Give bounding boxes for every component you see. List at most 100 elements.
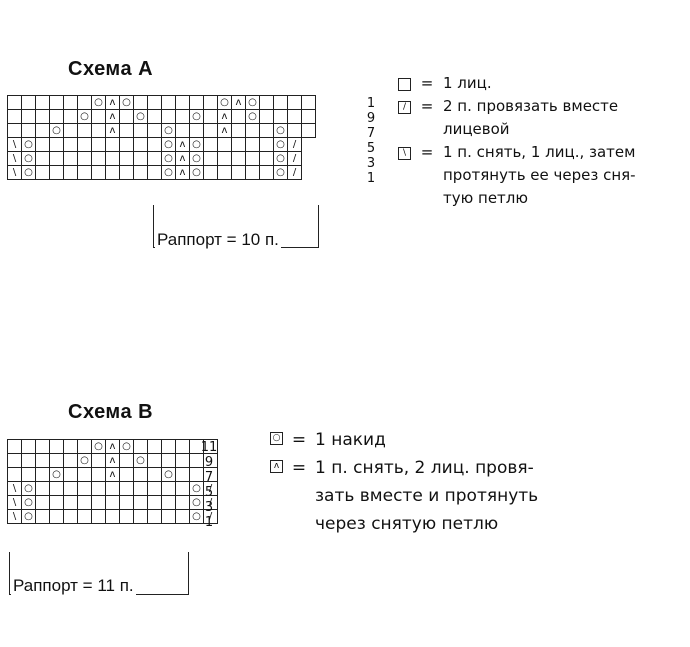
blank-cell (175, 481, 190, 496)
blank-cell (245, 151, 260, 166)
sk2p-symbol: ʌ (105, 109, 120, 124)
blank-cell (63, 123, 78, 138)
blank-cell (77, 137, 92, 152)
skp-symbol-icon: \ (398, 147, 411, 160)
yarn-over-symbol: ○ (133, 109, 148, 124)
blank-cell (63, 481, 78, 496)
blank-cell (119, 109, 134, 124)
legend-text: 1 п. снять, 2 лиц. провя-зать вместе и п… (315, 458, 539, 534)
blank-cell (147, 95, 162, 110)
blank-cell (35, 495, 50, 510)
blank-cell (35, 439, 50, 454)
blank-cell (119, 495, 134, 510)
blank-cell (133, 467, 148, 482)
blank-cell (203, 165, 218, 180)
blank-cell (77, 151, 92, 166)
blank-cell (119, 453, 134, 468)
blank-cell (175, 439, 190, 454)
legend-entry: ○=1 накид (270, 426, 680, 454)
equals-sign: = (420, 97, 434, 115)
sk2p-symbol: ʌ (217, 109, 232, 124)
blank-cell (49, 137, 64, 152)
yarn-over-symbol: ○ (245, 95, 260, 110)
blank-cell (105, 509, 120, 524)
blank-cell (175, 123, 190, 138)
blank-cell (63, 453, 78, 468)
blank-cell (35, 453, 50, 468)
blank-cell (105, 151, 120, 166)
blank-cell (49, 509, 64, 524)
blank-cell (147, 509, 162, 524)
sk2p-symbol: ʌ (105, 95, 120, 110)
blank-cell (147, 481, 162, 496)
yarn-over-symbol: ○ (189, 165, 204, 180)
blank-cell (21, 439, 36, 454)
yarn-over-symbol: ○ (161, 137, 176, 152)
blank-cell (105, 137, 120, 152)
row-number: 3 (204, 500, 214, 515)
blank-cell (49, 95, 64, 110)
blank-cell (91, 509, 106, 524)
scheme-a-repeat-label: Раппорт = 10 п. (155, 230, 281, 250)
equals-sign: = (291, 458, 307, 478)
blank-cell (91, 137, 106, 152)
yarn-over-symbol: ○ (161, 123, 176, 138)
sk2p-symbol: ʌ (217, 123, 232, 138)
blank-cell (119, 165, 134, 180)
blank-cell (203, 109, 218, 124)
blank-cell (77, 95, 92, 110)
blank-cell (49, 495, 64, 510)
blank-cell (133, 123, 148, 138)
blank-cell (147, 123, 162, 138)
scheme-b-repeat-label: Раппорт = 11 п. (11, 576, 136, 596)
blank-cell (231, 165, 246, 180)
blank-cell (63, 137, 78, 152)
yarn-over-symbol: ○ (91, 439, 106, 454)
blank-cell (175, 467, 190, 482)
blank-cell (119, 151, 134, 166)
blank-cell (133, 495, 148, 510)
yarn-over-symbol: ○ (161, 151, 176, 166)
sk2p-symbol-icon: ʌ (270, 460, 283, 473)
blank-cell (133, 151, 148, 166)
yarn-over-symbol: ○ (49, 467, 64, 482)
row-number: 7 (366, 126, 376, 141)
blank-cell (189, 123, 204, 138)
yarn-over-symbol: ○ (91, 95, 106, 110)
blank-cell (77, 439, 92, 454)
yarn-over-symbol: ○ (21, 151, 36, 166)
blank-cell (63, 95, 78, 110)
yarn-over-symbol: ○ (119, 95, 134, 110)
yarn-over-symbol: ○ (133, 453, 148, 468)
blank-cell (259, 137, 274, 152)
blank-cell (203, 123, 218, 138)
blank-cell (119, 123, 134, 138)
blank-cell (133, 509, 148, 524)
blank-cell (7, 453, 22, 468)
k2tog-symbol: / (203, 495, 218, 510)
blank-cell (91, 151, 106, 166)
blank-cell (7, 95, 22, 110)
k2tog-symbol: / (287, 151, 302, 166)
grid-row: \○○ʌ○○/ (7, 151, 316, 166)
blank-cell (203, 137, 218, 152)
blank-cell (231, 123, 246, 138)
blank-cell (133, 439, 148, 454)
blank-cell (119, 509, 134, 524)
sk2p-symbol: ʌ (105, 467, 120, 482)
yarn-over-symbol: ○ (21, 137, 36, 152)
blank-cell (35, 95, 50, 110)
grid-row: \○○ʌ○○/ (7, 137, 316, 152)
blank-cell (49, 453, 64, 468)
blank-cell (301, 123, 316, 138)
blank-cell (301, 95, 316, 110)
k2tog-symbol: / (203, 509, 218, 524)
row-number: 5 (204, 485, 214, 500)
yarn-over-symbol: ○ (161, 467, 176, 482)
grid-row: \○○/ (7, 495, 218, 510)
yarn-over-symbol: ○ (49, 123, 64, 138)
skp-symbol: \ (7, 165, 22, 180)
